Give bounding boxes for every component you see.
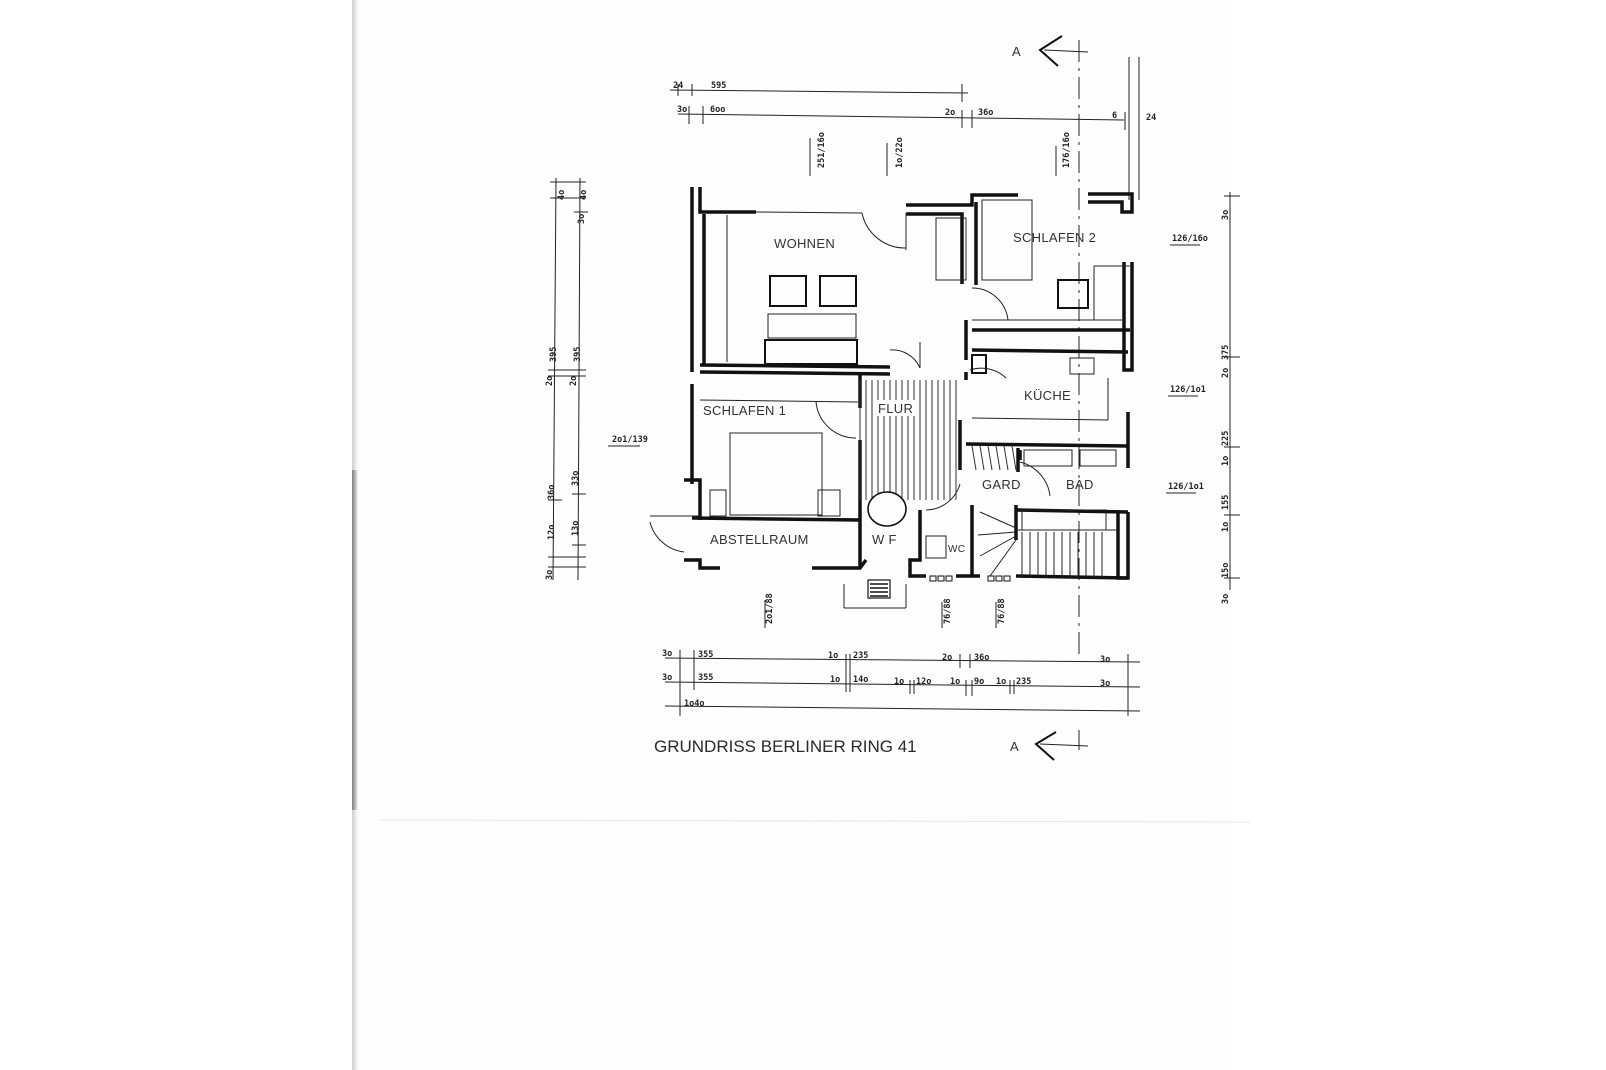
room-label-gard: GARD — [982, 477, 1021, 492]
room-label-bad: BAD — [1066, 477, 1094, 492]
dim-label: 355 — [698, 673, 713, 683]
dim-label: 13o — [571, 521, 581, 536]
dim-label: 9o — [974, 677, 984, 687]
window-dim-label: 251/16o — [817, 132, 827, 168]
room-label-flur: FLUR — [878, 401, 913, 416]
dim-label: 155 — [1221, 495, 1231, 510]
room-label-wf: W F — [872, 532, 897, 547]
dim-label: 375 — [1221, 345, 1231, 360]
dim-label: 3o — [1221, 210, 1231, 220]
dim-label: 6 — [1112, 111, 1117, 121]
dim-label: 6oo — [710, 105, 725, 115]
dim-label: 14o — [853, 675, 868, 685]
section-marker-label: A — [1012, 44, 1021, 59]
dim-label: 3o — [1100, 655, 1110, 665]
dim-label: 15o — [1221, 563, 1231, 578]
dim-label: 36o — [974, 653, 989, 663]
room-label-abstellraum: ABSTELLRAUM — [710, 532, 809, 547]
dim-label: 12o — [916, 677, 931, 687]
dim-label: 1o — [828, 651, 838, 661]
room-label-wohnen: WOHNEN — [774, 236, 835, 251]
window-dim-label: 2o1/139 — [612, 435, 648, 445]
window-dim-label: 1o/22o — [895, 137, 905, 168]
dim-label: 3o — [662, 673, 672, 683]
dim-label: 36o — [978, 108, 993, 118]
page-edge-shadow-dark — [352, 470, 358, 810]
dim-label: 1o — [950, 677, 960, 687]
dim-label: 33o — [571, 471, 581, 486]
dim-label: 4o — [557, 190, 567, 200]
dim-label: 235 — [1016, 677, 1031, 687]
dim-label: 3o — [662, 649, 672, 659]
section-marker-bottom — [1034, 731, 1089, 761]
dim-label: 395 — [549, 347, 559, 362]
dim-label: 1o4o — [684, 699, 704, 709]
right-dimension-lines — [1166, 192, 1240, 590]
dim-label: 395 — [573, 347, 583, 362]
dim-label: 1o — [894, 677, 904, 687]
dim-label: 595 — [711, 81, 726, 91]
dim-label: 1o — [1221, 522, 1231, 532]
room-label-wc: WC — [948, 544, 965, 555]
scanned-page — [352, 0, 1232, 1070]
dim-label: 1o — [830, 675, 840, 685]
dim-label: 2o — [569, 376, 579, 386]
window-dim-label: 176/16o — [1062, 132, 1072, 168]
room-label-schlafen-2: SCHLAFEN 2 — [1013, 230, 1096, 245]
dim-label: 3o — [677, 105, 687, 115]
dim-label: 3o — [545, 570, 555, 580]
dim-label: 1o — [1221, 456, 1231, 466]
window-dim-label: 76/88 — [943, 598, 953, 624]
window-dim-label: 2o1/88 — [765, 593, 775, 624]
section-marker-label: A — [1010, 739, 1019, 754]
dim-label: 2o — [545, 376, 555, 386]
dim-label: 24 — [1146, 113, 1156, 123]
window-dim-label: 76/88 — [997, 598, 1007, 624]
dim-label: 3o — [1221, 594, 1231, 604]
dim-label: 3o — [1100, 679, 1110, 689]
plan-title: GRUNDRISS BERLINER RING 41 — [654, 737, 917, 756]
dim-label: 1o — [996, 677, 1006, 687]
dim-label: 3o — [577, 214, 587, 224]
room-label-kueche: KÜCHE — [1024, 388, 1071, 403]
dim-label: 235 — [853, 651, 868, 661]
dim-label: 2o — [942, 653, 952, 663]
room-label-schlafen-1: SCHLAFEN 1 — [703, 403, 786, 418]
dim-label: 2o — [1221, 368, 1231, 378]
bottom-dimension-lines — [664, 650, 1141, 750]
bottom-window-marks — [764, 600, 997, 628]
dim-label: 2o — [945, 108, 955, 118]
dim-label: 24 — [673, 81, 683, 91]
dim-label: 12o — [547, 525, 557, 540]
section-marker-top — [1038, 35, 1089, 67]
dim-label: 4o — [579, 190, 589, 200]
window-dim-label: 126/1o1 — [1168, 482, 1204, 492]
window-dim-label: 126/1o1 — [1170, 385, 1206, 395]
left-dimension-lines — [548, 177, 640, 581]
window-dim-label: 126/16o — [1172, 234, 1208, 244]
dim-label: 225 — [1221, 431, 1231, 446]
dim-label: 36o — [547, 485, 557, 500]
dim-label: 355 — [698, 650, 713, 660]
